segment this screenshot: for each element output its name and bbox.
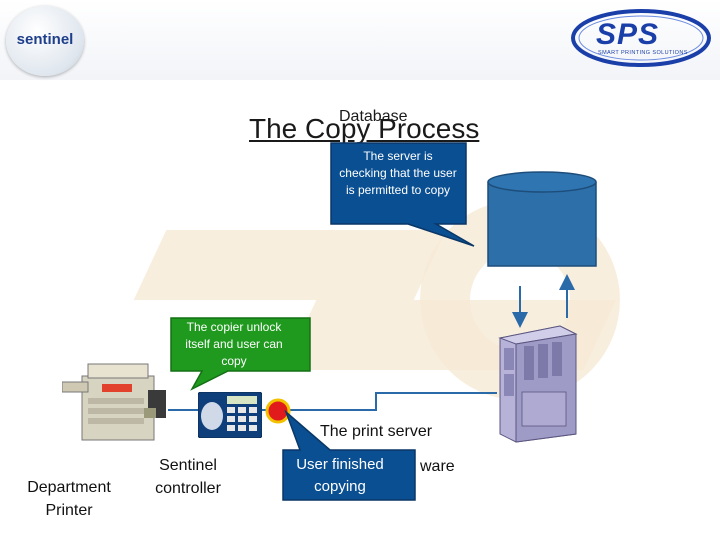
- sentinel-controller-icon: [198, 392, 262, 438]
- sps-logo-text: SPS: [596, 18, 660, 51]
- finished-callout-shape: [282, 409, 416, 501]
- page-title: The Copy Process: [249, 113, 480, 144]
- finish-button-icon: [265, 398, 291, 424]
- slide-header: [0, 0, 720, 80]
- sps-logo-tagline: SMART PRINTING SOLUTIONS: [598, 50, 688, 56]
- software-label: ware: [420, 458, 455, 475]
- database-cylinder-icon: [487, 171, 597, 267]
- department-printer-icon: [62, 363, 166, 441]
- sentinel-logo-text: sentinel: [16, 31, 74, 48]
- server-callout-text: The server is checking that the user is …: [339, 149, 457, 197]
- print-server-icon: [498, 325, 578, 443]
- sentinel-controller-label: Sentinel controller: [155, 457, 221, 497]
- finished-callout-text: User finished copying: [296, 456, 384, 495]
- department-printer-label: Department Printer: [27, 479, 111, 519]
- sentinel-logo: [6, 6, 84, 76]
- copier-callout-text: The copier unlock itself and user can co…: [185, 320, 283, 368]
- copier-callout-shape: [170, 317, 311, 391]
- database-label: Database: [339, 108, 408, 125]
- sps-logo: [571, 9, 711, 67]
- server-callout-shape: [330, 142, 475, 247]
- print-server-label: The print server: [320, 423, 433, 440]
